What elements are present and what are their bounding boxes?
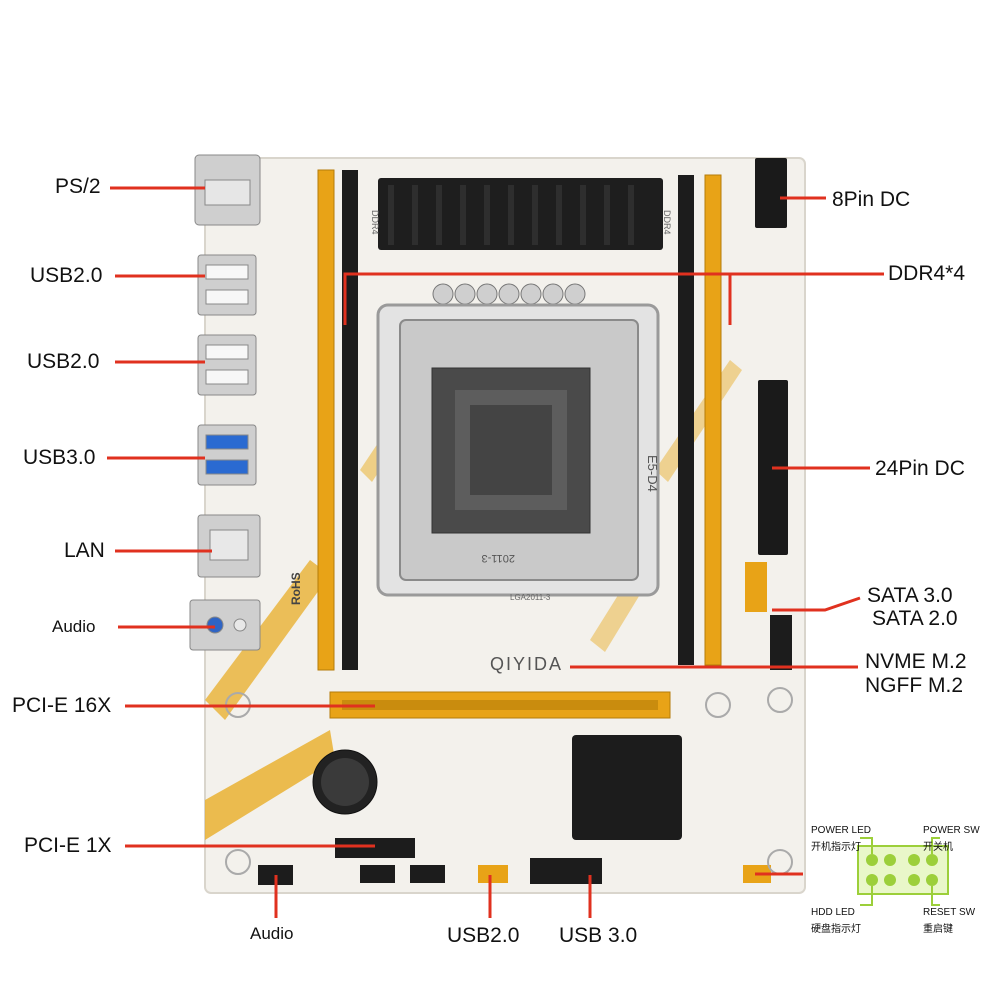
label-sata30: SATA 3.0 [867,584,953,607]
panel-reset-sw: RESET SW [923,907,976,918]
usb20-port-b [197,334,257,396]
label-usb30: USB3.0 [23,446,96,469]
dimm-slot-1 [317,169,335,671]
panel-power-sw-cn: 开关机 [923,842,953,853]
label-usb30-bottom: USB 3.0 [559,924,638,947]
label-ps2: PS/2 [55,175,101,198]
board-brand: QIYIDA [490,654,563,674]
ddr-mark-right: DDR4 [662,210,672,235]
label-pcie16: PCI-E 16X [12,694,112,717]
ddr-mark-left: DDR4 [370,210,380,235]
usb20-port-a [197,254,257,316]
dimm-slot-4 [704,174,722,666]
label-ddr4: DDR4*4 [888,262,966,285]
front-panel-diagram [857,837,949,906]
ps2-port [194,154,261,226]
panel-hdd-led-cn: 硬盘指示灯 [811,924,861,935]
vrm-heatsink [378,178,663,250]
dimm-slot-2 [342,170,358,670]
label-8pin: 8Pin DC [832,188,911,211]
lan-port [197,514,261,578]
8pin-connector [755,158,787,228]
pointer-sata [772,596,861,612]
label-lan: LAN [64,539,105,562]
sata-port-yellow [745,562,767,612]
label-sata20: SATA 2.0 [872,607,958,630]
chipset-heatsink [572,735,682,840]
panel-hdd-led: HDD LED [811,907,855,918]
label-audio-bottom: Audio [250,924,294,943]
label-nvme: NVME M.2 [865,650,967,673]
panel-power-led-cn: 开机指示灯 [811,842,861,853]
usb20-header [478,865,508,883]
usb30-port [197,424,257,486]
label-ngff: NGFF M.2 [865,674,963,697]
panel-reset-sw-cn: 重启键 [923,924,953,935]
audio-port [189,599,261,651]
panel-power-led: POWER LED [811,825,872,836]
pcie1-slot [335,838,415,858]
dimm-slot-3 [678,175,694,665]
label-24pin: 24Pin DC [875,457,965,480]
label-pcie1: PCI-E 1X [24,834,112,857]
label-usb20-b: USB2.0 [27,350,100,373]
label-usb20-bottom: USB2.0 [447,924,520,947]
cpu-socket [376,303,660,597]
board-model: E5-D4 [645,455,660,492]
sata-port-black [770,615,792,670]
pointer-ddr4 [343,272,884,325]
label-audio-rear: Audio [52,617,96,636]
socket-label: 2011-3 [482,552,515,564]
label-usb20-a: USB2.0 [30,264,103,287]
rohs-mark: RoHS [289,572,303,605]
socket-small-label: LGA2011-3 [510,593,551,602]
panel-power-sw: POWER SW [923,825,980,836]
